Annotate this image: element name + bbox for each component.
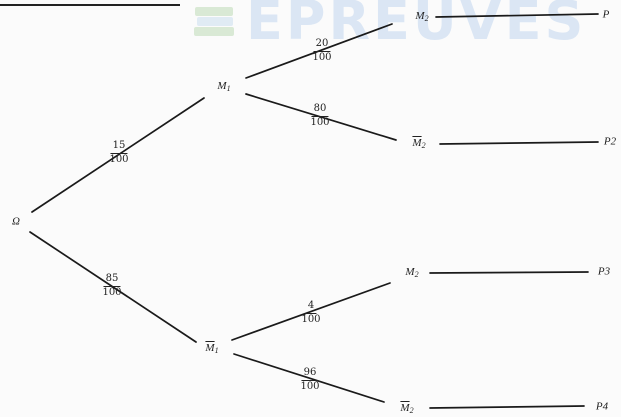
header-rule	[0, 4, 180, 6]
outcome-p4: P4	[595, 400, 609, 413]
prob-m1: 15 100	[107, 140, 130, 165]
prob-m2bar-given-m1bar-num: 96	[301, 367, 319, 381]
prob-m2bar-given-m1-num: 80	[311, 103, 329, 117]
edge-m2bar-p2	[439, 141, 599, 145]
node-m2bar-top-sub: 2	[421, 141, 426, 150]
edge-m1bar-m2bar	[233, 353, 385, 403]
prob-m1-num: 15	[110, 140, 128, 154]
prob-m2-given-m1bar-num: 4	[305, 300, 317, 314]
node-m2-top-main: M	[415, 10, 425, 22]
node-m2-bottom: M2	[405, 267, 418, 279]
node-m2bar-bottom-main: M	[400, 402, 410, 414]
edge-m1bar-m2	[231, 282, 391, 341]
edge-root-m1bar	[29, 231, 197, 343]
root-node-label: Ω	[12, 215, 20, 228]
node-m2bar-bottom-sub: 2	[409, 406, 414, 415]
prob-m2bar-given-m1-den: 100	[310, 116, 330, 128]
prob-m2-given-m1: 20 100	[310, 38, 333, 63]
prob-m2-given-m1-den: 100	[312, 51, 332, 63]
node-m2-bottom-main: M	[405, 266, 415, 278]
node-m2-top-sub: 2	[424, 14, 429, 23]
prob-m2bar-given-m1bar: 96 100	[298, 367, 321, 392]
prob-m1bar: 85 100	[100, 273, 123, 298]
prob-m1bar-den: 100	[102, 286, 122, 298]
node-m1bar-sub: 1	[214, 346, 219, 355]
books-icon	[194, 7, 234, 36]
edge-m1-m2bar	[245, 93, 397, 141]
outcome-p3: P3	[597, 265, 611, 278]
edge-m2-p1	[435, 13, 599, 18]
edge-m2bar-p4	[429, 405, 585, 409]
prob-m2bar-given-m1: 80 100	[308, 103, 331, 128]
node-m2bar-top-main: M	[412, 137, 422, 149]
prob-m1bar-num: 85	[103, 273, 121, 287]
node-m2-bottom-sub: 2	[414, 270, 419, 279]
edge-m2-p3	[429, 271, 589, 274]
node-m2bar-bottom: M2	[400, 403, 413, 415]
node-m1bar: M1	[205, 343, 218, 355]
node-m2bar-top: M2	[412, 138, 425, 150]
prob-m2bar-given-m1bar-den: 100	[300, 380, 320, 392]
prob-m2-given-m1bar-den: 100	[301, 313, 321, 325]
outcome-p2: P2	[603, 135, 617, 148]
watermark-text: EPREUVES	[246, 0, 587, 52]
outcome-p1: P	[602, 8, 610, 21]
prob-m2-given-m1bar: 4 100	[299, 300, 322, 325]
prob-m1-den: 100	[109, 153, 129, 165]
node-m1: M1	[217, 81, 230, 93]
node-m1bar-main: M	[205, 342, 215, 354]
prob-m2-given-m1-num: 20	[313, 38, 331, 52]
node-m1-sub: 1	[226, 84, 231, 93]
node-m1-main: M	[217, 80, 227, 92]
edge-root-m1	[31, 97, 205, 213]
node-m2-top: M2	[415, 11, 428, 23]
watermark: EPREUVES	[190, 0, 586, 48]
